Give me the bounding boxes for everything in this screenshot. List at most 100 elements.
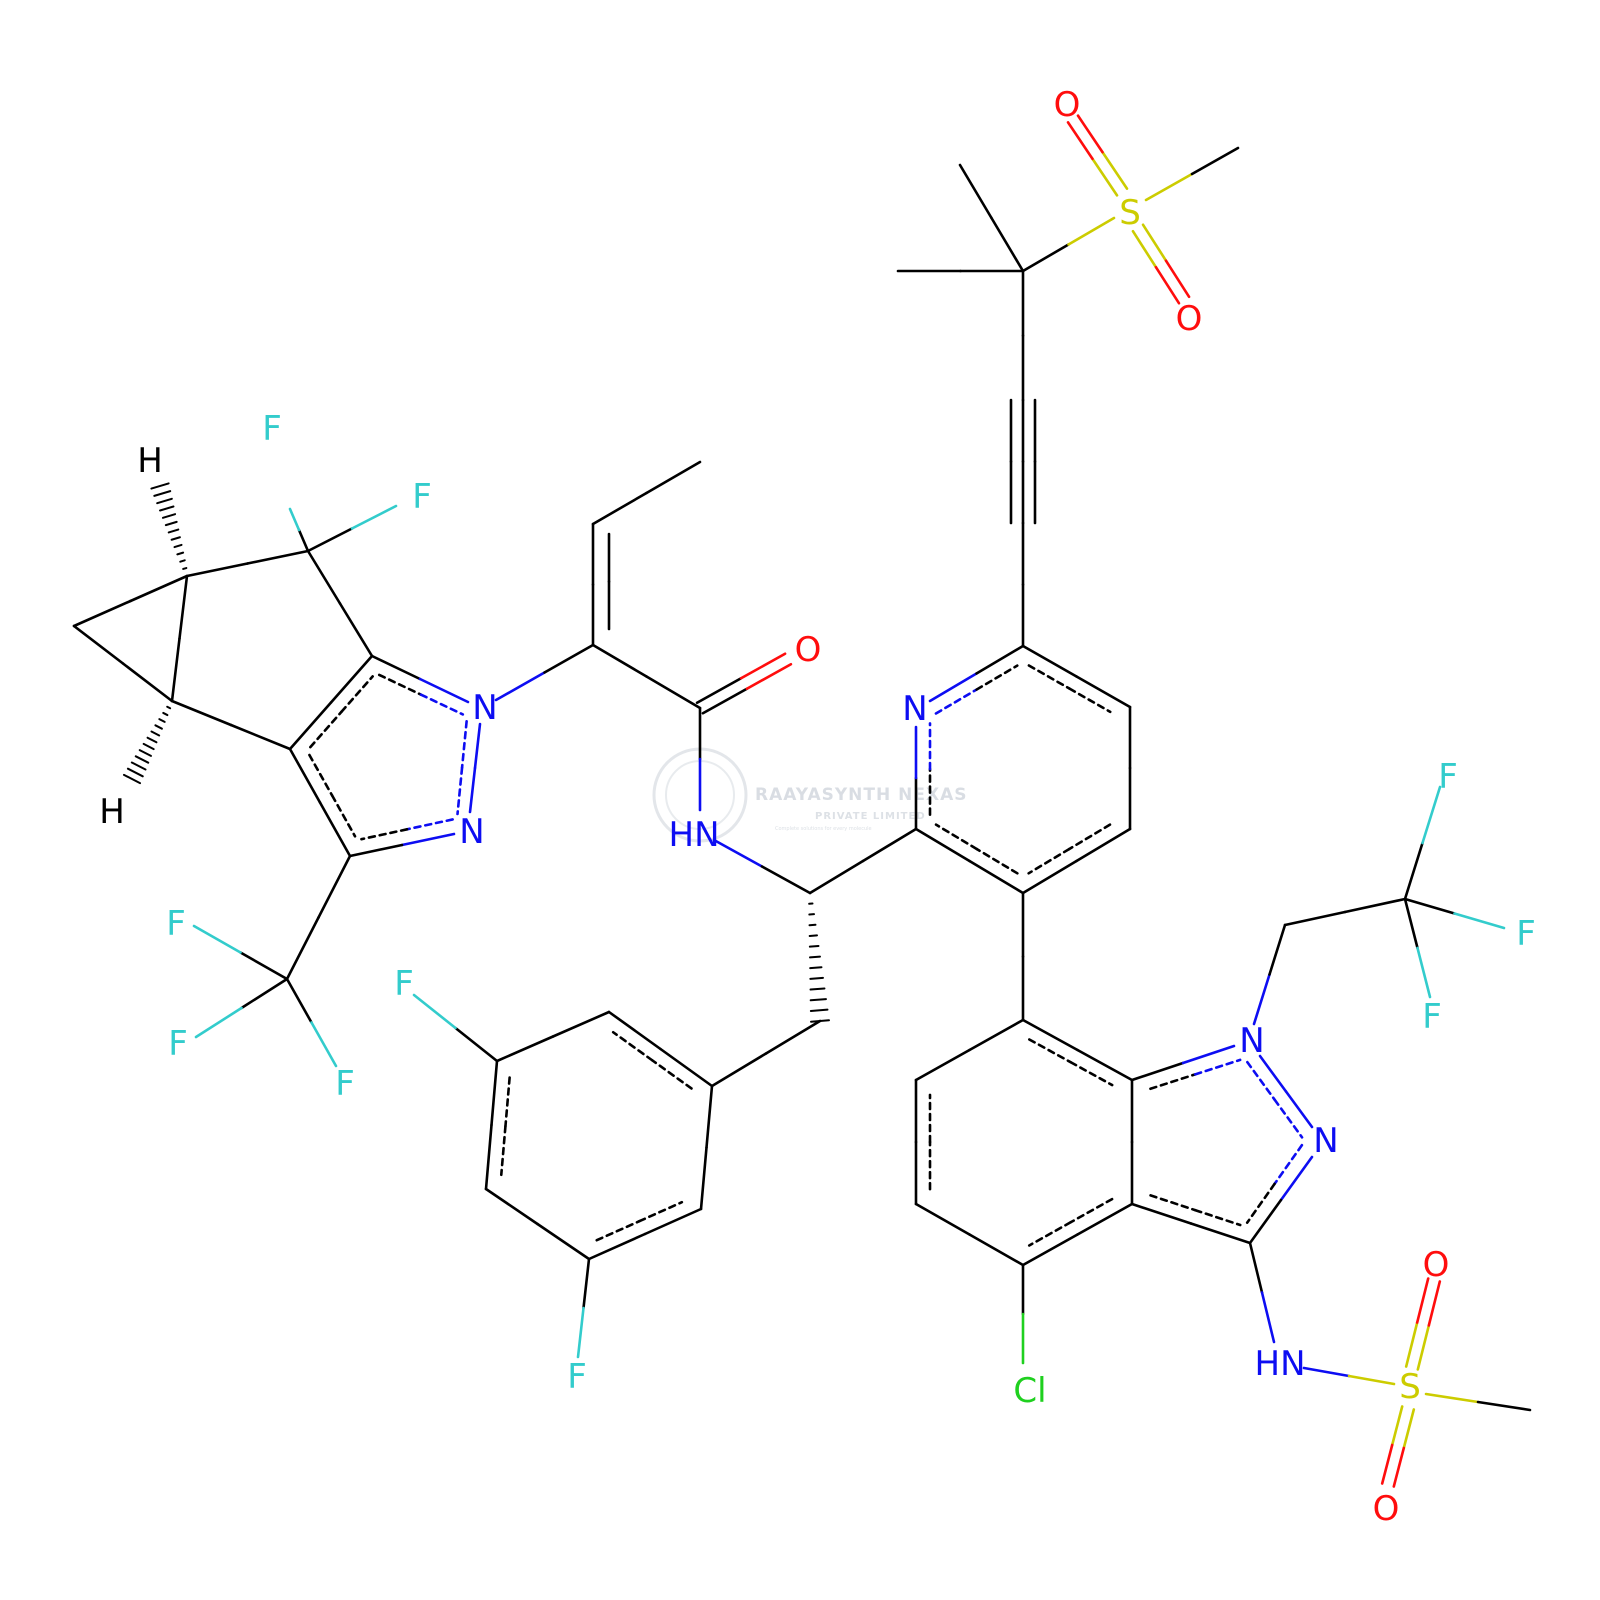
oxygen-atom: O bbox=[1054, 85, 1081, 125]
nitrogen-atom: N bbox=[902, 689, 927, 729]
bond-line bbox=[350, 504, 398, 530]
bond-line bbox=[1273, 1098, 1304, 1139]
bond-line bbox=[808, 859, 865, 895]
bond-line bbox=[543, 643, 595, 674]
bond-line bbox=[1404, 1321, 1419, 1368]
bond-line bbox=[975, 644, 1025, 675]
bond-line bbox=[1190, 146, 1240, 176]
bond-line bbox=[456, 766, 464, 816]
fluorine-atom: F bbox=[262, 409, 282, 449]
bond-line bbox=[1248, 1241, 1264, 1294]
bond-line bbox=[695, 676, 743, 705]
bond-line bbox=[179, 559, 186, 563]
bond-line bbox=[1421, 785, 1442, 845]
bond-line bbox=[246, 549, 310, 565]
bond-line bbox=[134, 755, 150, 764]
bond-line bbox=[1245, 1182, 1276, 1224]
bond-line bbox=[637, 1200, 684, 1223]
bond-line bbox=[72, 624, 125, 665]
bond-line bbox=[121, 662, 174, 703]
bond-line bbox=[340, 675, 374, 714]
bond-line bbox=[1390, 1405, 1404, 1447]
bond-line bbox=[1194, 1208, 1242, 1227]
bond-line bbox=[659, 1047, 714, 1088]
fluorine-atom: F bbox=[394, 964, 414, 1004]
bond-line bbox=[1144, 172, 1194, 202]
bond-line bbox=[176, 551, 185, 556]
bond-line bbox=[1021, 1018, 1079, 1052]
fluorine-atom: F bbox=[335, 1064, 355, 1104]
bond-line bbox=[154, 724, 163, 730]
bond-line bbox=[1415, 1277, 1430, 1324]
bond-line bbox=[914, 827, 971, 863]
bond-line bbox=[418, 677, 470, 704]
bond-line bbox=[1403, 897, 1456, 915]
fluorine-atom: F bbox=[567, 1357, 587, 1397]
bond-line bbox=[126, 767, 144, 778]
bond-line bbox=[185, 562, 249, 578]
bond-line bbox=[329, 654, 374, 704]
bond-line bbox=[1476, 1400, 1532, 1412]
bond-line bbox=[1066, 121, 1094, 161]
bond-line bbox=[182, 567, 188, 570]
bond-line bbox=[495, 1035, 555, 1063]
nitrogen-atom: N bbox=[1239, 1021, 1264, 1061]
bond-line bbox=[377, 673, 423, 696]
bond-line bbox=[288, 507, 301, 532]
bond-line bbox=[1248, 1198, 1283, 1245]
bond-line bbox=[150, 482, 170, 490]
bond-line bbox=[360, 828, 409, 841]
bond-line bbox=[146, 736, 158, 744]
bond-line bbox=[1149, 1073, 1197, 1091]
bond-line bbox=[330, 794, 357, 838]
atom-label-layer: F F F F F F F F F F H H N N N N N HN HN … bbox=[99, 85, 1536, 1529]
bond-line bbox=[166, 705, 172, 710]
bond-line bbox=[607, 1010, 662, 1051]
bond-line bbox=[934, 823, 978, 851]
bond-line bbox=[808, 934, 818, 937]
sulfur-atom: S bbox=[1399, 1367, 1421, 1407]
bond-line bbox=[1130, 1202, 1193, 1225]
bond-line bbox=[1075, 827, 1132, 863]
bond-line bbox=[1258, 1054, 1288, 1093]
bond-line bbox=[1402, 1408, 1416, 1450]
bond-line bbox=[285, 916, 320, 981]
bond-line bbox=[1027, 847, 1071, 875]
bond-line bbox=[928, 672, 978, 703]
bond-line bbox=[1403, 841, 1424, 901]
bond-line bbox=[1076, 1048, 1134, 1082]
bond-line bbox=[167, 528, 180, 534]
bond-line bbox=[1416, 946, 1432, 999]
bond-line bbox=[809, 987, 826, 991]
bond-line bbox=[968, 859, 1025, 895]
bond-line bbox=[473, 722, 482, 770]
bond-line bbox=[1075, 675, 1132, 709]
bond-line bbox=[288, 701, 333, 751]
bond-line bbox=[468, 766, 477, 814]
bond-line bbox=[1283, 910, 1347, 927]
bond-line bbox=[536, 1222, 591, 1261]
bond-line bbox=[484, 1187, 539, 1226]
bond-line bbox=[170, 637, 181, 703]
bond-line bbox=[1343, 897, 1407, 914]
bond-line bbox=[159, 505, 175, 512]
bond-line bbox=[338, 602, 374, 658]
bond-line bbox=[968, 1018, 1025, 1052]
bond-line bbox=[1164, 259, 1191, 299]
bond-line bbox=[914, 1202, 971, 1236]
bond-line bbox=[1131, 229, 1158, 269]
bond-line bbox=[611, 1030, 654, 1062]
bond-line bbox=[975, 664, 1019, 691]
bond-line bbox=[958, 163, 993, 220]
bond-line bbox=[1279, 1155, 1314, 1202]
bond-line bbox=[412, 993, 457, 1030]
bond-line bbox=[161, 513, 177, 519]
bond-line bbox=[1067, 216, 1116, 246]
bond-line bbox=[454, 1026, 499, 1063]
bond-line bbox=[861, 827, 918, 863]
bond-line bbox=[285, 977, 313, 1024]
bond-line bbox=[1027, 1220, 1072, 1247]
bond-line bbox=[1453, 912, 1506, 930]
bond-line bbox=[745, 662, 793, 691]
